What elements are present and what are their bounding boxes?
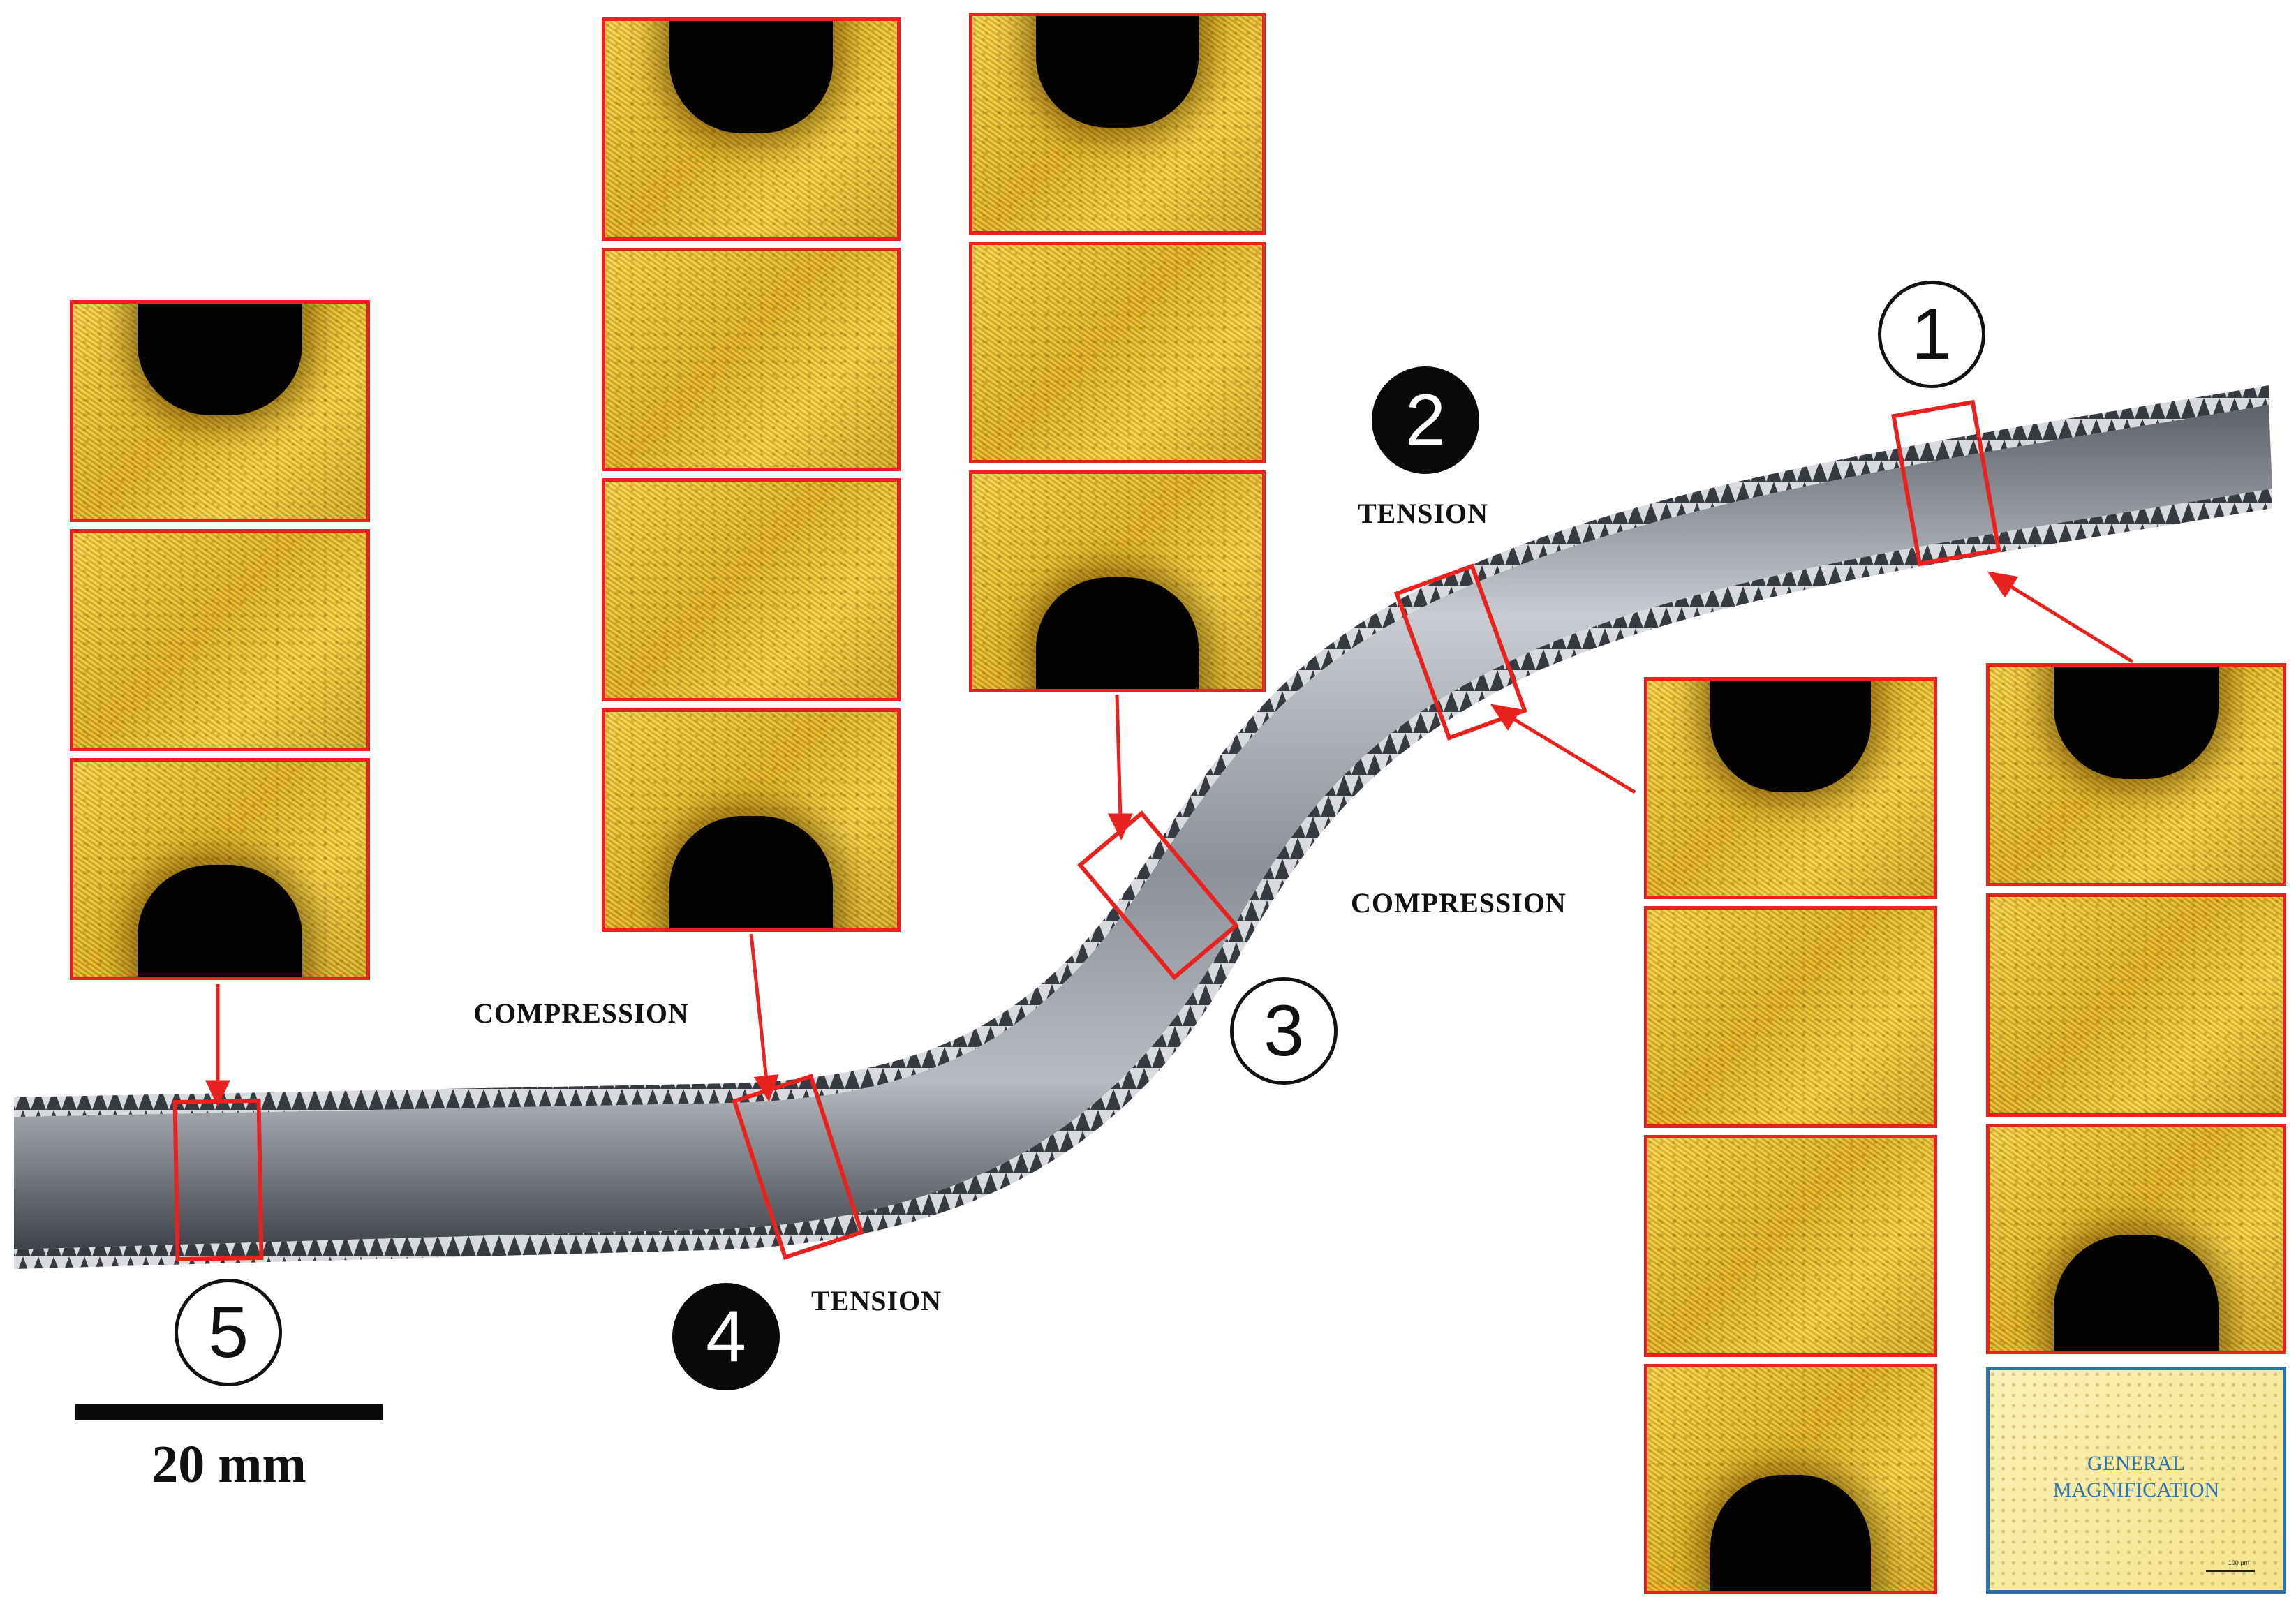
region-box-2	[1393, 563, 1527, 741]
micrograph-3-bottom	[969, 470, 1266, 692]
micrograph-5-middle	[70, 529, 370, 751]
arrow-4	[749, 933, 769, 1081]
arrow-1	[2009, 584, 2134, 664]
micrograph-2-upper-middle	[1644, 906, 1937, 1128]
label-compression-left: COMPRESSION	[473, 997, 689, 1029]
micrograph-5-top	[70, 300, 370, 522]
scale-bar	[75, 1404, 383, 1420]
micrograph-2-lower-middle	[1644, 1135, 1937, 1357]
micrograph-1-middle	[1986, 893, 2286, 1117]
micrograph-2-top	[1644, 677, 1937, 899]
micrograph-1-top	[1986, 663, 2286, 886]
rack-body	[14, 405, 2272, 1249]
micrograph-3-middle	[969, 242, 1266, 463]
scale-bar-label: 20 mm	[151, 1435, 306, 1494]
micrograph-2-bottom	[1644, 1364, 1937, 1594]
micrograph-4-bottom	[602, 708, 901, 932]
marker-3: 3	[1230, 977, 1338, 1085]
marker-5: 5	[175, 1279, 282, 1386]
arrow-2	[1512, 717, 1636, 794]
micrograph-1-bottom	[1986, 1124, 2286, 1354]
arrow-3	[1115, 694, 1123, 819]
micrograph-4-upper-middle	[602, 248, 901, 471]
micrograph-4-lower-middle	[602, 478, 901, 701]
marker-1: 1	[1878, 281, 1985, 388]
marker-4: 4	[672, 1283, 780, 1390]
micrograph-3-top	[969, 13, 1266, 235]
general-magnification-panel: GENERAL MAGNIFICATION 100 µm	[1986, 1367, 2286, 1594]
label-compression-right: COMPRESSION	[1351, 887, 1567, 919]
label-tension-top: TENSION	[1358, 498, 1489, 529]
micrograph-5-bottom	[70, 758, 370, 980]
general-scale-bar	[2206, 1570, 2255, 1572]
region-box-3	[1077, 810, 1239, 981]
region-box-1	[1891, 399, 2001, 567]
label-tension-bottom: TENSION	[811, 1285, 942, 1316]
general-scale-label: 100 µm	[2228, 1559, 2249, 1566]
micrograph-4-top	[602, 17, 901, 241]
marker-2: 2	[1372, 366, 1479, 474]
general-magnification-label: GENERAL MAGNIFICATION	[2052, 1452, 2220, 1501]
